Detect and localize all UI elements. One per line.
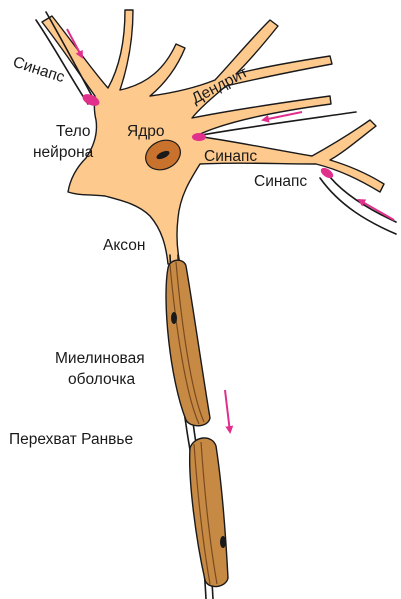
label-nucleus: Ядро bbox=[127, 123, 164, 140]
label-synapse-top-left: Синапс bbox=[11, 54, 67, 87]
myelin-sheath-1 bbox=[166, 260, 210, 426]
neuron-cell-body bbox=[42, 10, 384, 264]
label-synapse-middle: Синапс bbox=[204, 148, 257, 165]
label-axon: Аксон bbox=[103, 237, 145, 254]
presynaptic-fiber-right-2 bbox=[320, 178, 396, 234]
arrow-icon-axon bbox=[225, 390, 230, 432]
arrow-icon-right bbox=[359, 200, 394, 220]
label-myelin-line2: оболочка bbox=[68, 371, 135, 388]
schwann-nucleus-2 bbox=[220, 536, 226, 548]
label-myelin-line1: Миелиновая bbox=[55, 350, 145, 367]
presynaptic-fiber-top-left bbox=[46, 12, 93, 98]
myelin-sheath-2 bbox=[190, 438, 228, 587]
schwann-nucleus-1 bbox=[171, 312, 177, 324]
label-node-of-ranvier: Перехват Ранвье bbox=[9, 431, 133, 448]
label-cell-body-line2: нейрона bbox=[33, 144, 94, 161]
label-synapse-right: Синапс bbox=[254, 173, 307, 190]
label-cell-body-line1: Тело bbox=[56, 123, 91, 140]
synapse-middle bbox=[192, 133, 206, 141]
